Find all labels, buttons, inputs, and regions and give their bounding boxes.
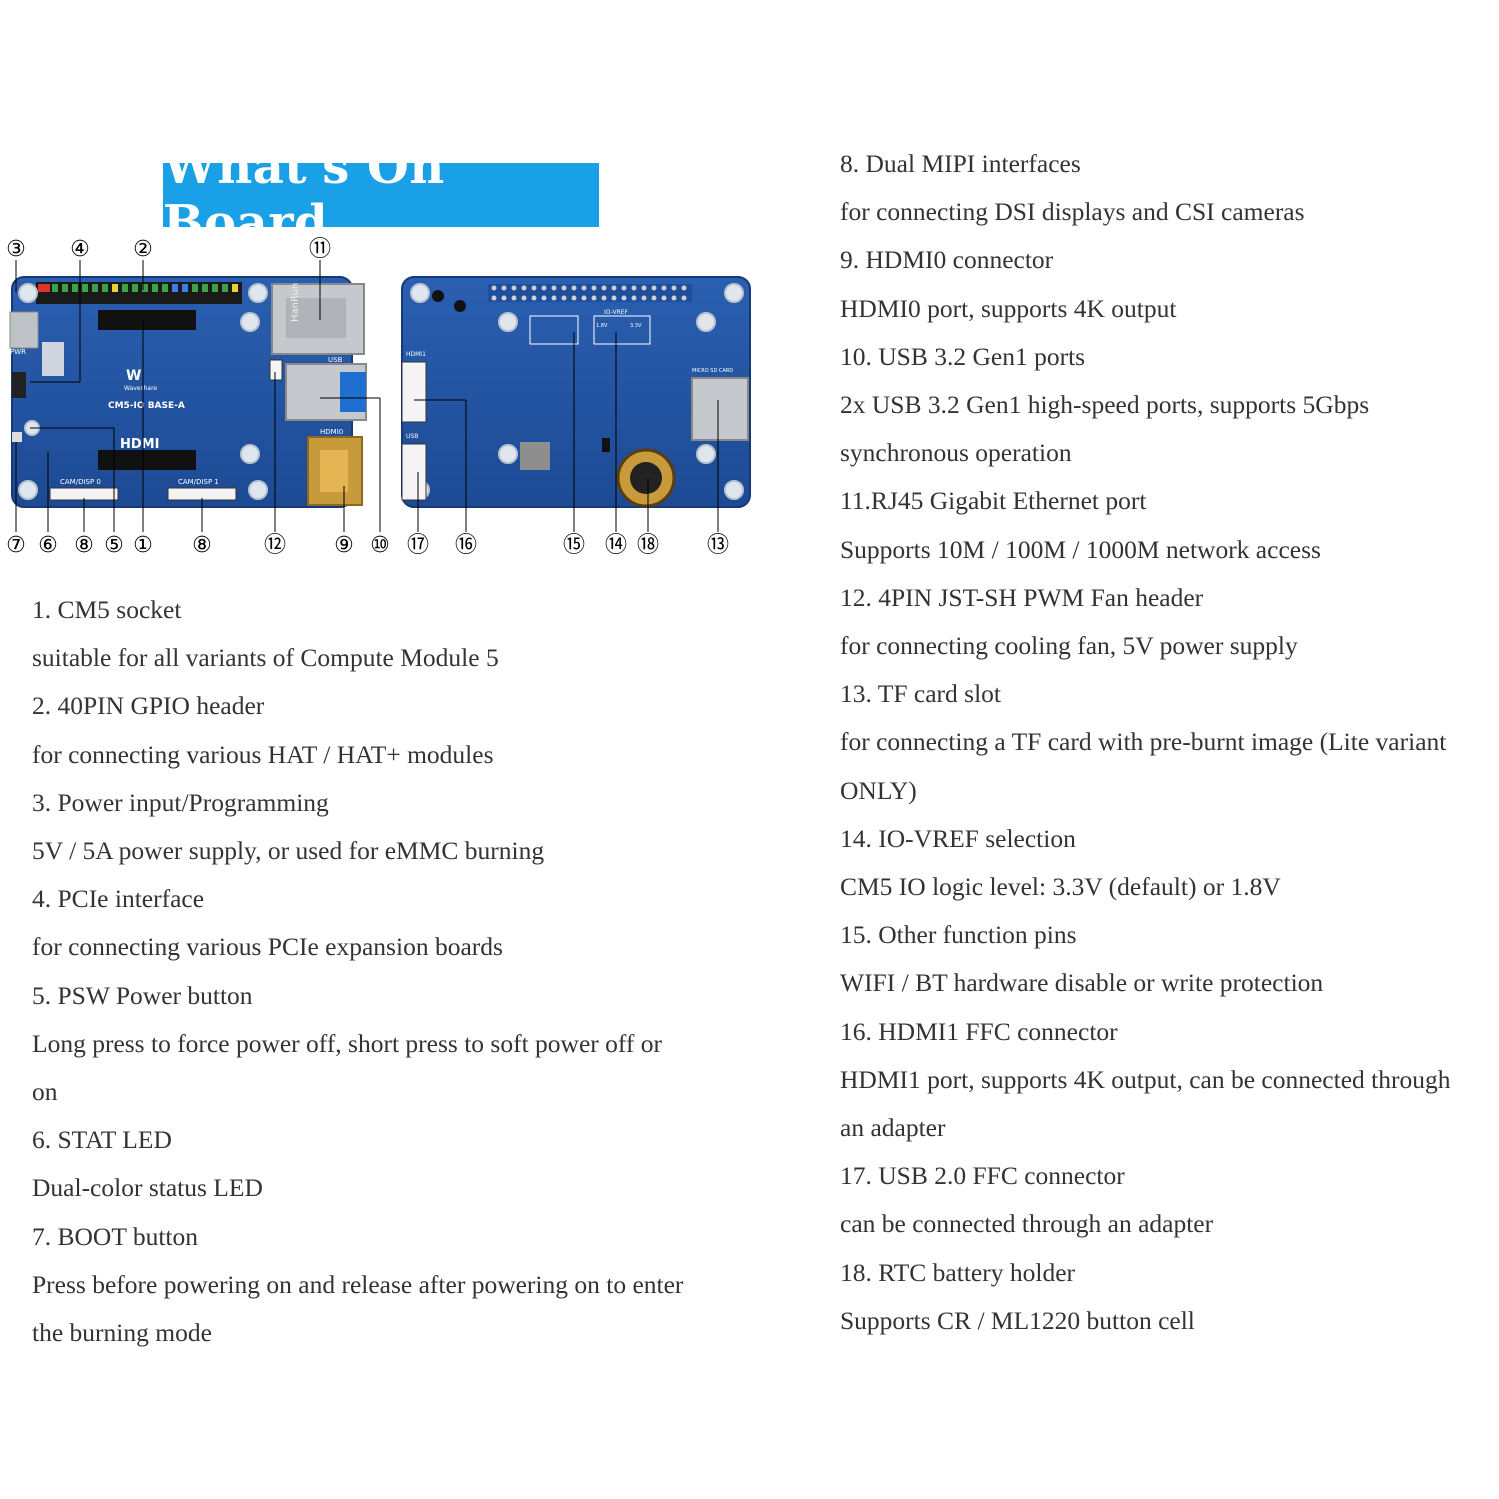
board-front: HanRun USB HDMI0 CAM/DISP 0 CAM/DISP 1 P…: [9, 276, 367, 508]
feature-desc: synchronous operation: [840, 438, 1072, 468]
cam0-label: CAM/DISP 0: [60, 478, 101, 486]
feature-title: 17. USB 2.0 FFC connector: [840, 1161, 1125, 1191]
usb-back-label: USB: [406, 433, 418, 440]
callout-5: ⑤: [104, 533, 124, 558]
feature-desc: WIFI / BT hardware disable or write prot…: [840, 968, 1324, 998]
callout-14: ⑭: [605, 533, 627, 558]
usb-label: USB: [328, 356, 343, 364]
callout-15: ⑮: [563, 533, 585, 558]
banner-title: What's On Board: [163, 139, 599, 251]
feature-title: 10. USB 3.2 Gen1 ports: [840, 341, 1086, 371]
feature-desc: for connecting cooling fan, 5V power sup…: [840, 631, 1298, 661]
hdmi-logo: HDMI: [120, 437, 159, 452]
feature-desc: Press before powering on and release aft…: [32, 1269, 684, 1299]
callout-8a: ⑧: [74, 533, 94, 558]
pwr-label: PWR: [10, 348, 26, 356]
feature-desc: on: [32, 1077, 58, 1107]
callout-13: ⑬: [707, 533, 729, 558]
gpio-header: [36, 282, 242, 304]
cam1-label: CAM/DISP 1: [178, 478, 219, 486]
v18-label: 1.8V: [596, 323, 608, 329]
feature-desc: for connecting a TF card with pre-burnt …: [840, 727, 1447, 757]
callout-2: ②: [133, 237, 153, 262]
callout-3: ③: [6, 237, 26, 262]
feature-desc: 2x USB 3.2 Gen1 high-speed ports, suppor…: [840, 390, 1370, 420]
feature-title: 14. IO-VREF selection: [840, 823, 1076, 853]
feature-title: 1. CM5 socket: [32, 595, 182, 624]
feature-desc: the burning mode: [32, 1318, 212, 1348]
feature-desc: ONLY): [840, 775, 917, 805]
callout-1: ①: [133, 533, 153, 558]
feature-title: 13. TF card slot: [840, 679, 1002, 709]
ioref-label: IO-VREF: [604, 309, 629, 316]
callout-12: ⑫: [264, 533, 286, 558]
callout-8b: ⑧: [192, 533, 212, 558]
feature-desc: Long press to force power off, short pre…: [32, 1028, 663, 1058]
callout-18: ⑱: [637, 533, 659, 558]
feature-title: 16. HDMI1 FFC connector: [840, 1016, 1118, 1046]
feature-desc: for connecting various HAT / HAT+ module…: [32, 739, 494, 769]
feature-title: 12. 4PIN JST-SH PWM Fan header: [840, 582, 1204, 612]
rj45-brand-label: HanRun: [290, 283, 301, 322]
feature-desc: HDMI0 port, supports 4K output: [840, 293, 1177, 323]
feature-title: 9. HDMI0 connector: [840, 245, 1054, 275]
feature-title: 3. Power input/Programming: [32, 787, 329, 817]
feature-title: 2. 40PIN GPIO header: [32, 691, 265, 721]
feature-title: 5. PSW Power button: [32, 980, 253, 1010]
brand-label: Waveshare: [124, 385, 157, 392]
callout-17: ⑰: [407, 533, 429, 558]
features-right-column: 8. Dual MIPI interfaces for connecting D…: [840, 140, 1499, 1345]
feature-desc: an adapter: [840, 1113, 946, 1143]
feature-desc: CM5 IO logic level: 3.3V (default) or 1.…: [840, 872, 1281, 902]
feature-desc: suitable for all variants of Compute Mod…: [32, 643, 499, 673]
feature-desc: 5V / 5A power supply, or used for eMMC b…: [32, 836, 545, 866]
feature-desc: HDMI1 port, supports 4K output, can be c…: [840, 1064, 1451, 1094]
feature-desc: Supports 10M / 100M / 1000M network acce…: [840, 534, 1321, 564]
callout-7: ⑦: [6, 533, 26, 558]
callout-11: ⑪: [309, 237, 331, 262]
v33-label: 3.3V: [630, 323, 642, 329]
model-label: CM5-IO BASE-A: [108, 401, 185, 411]
feature-desc: can be connected through an adapter: [840, 1209, 1214, 1239]
feature-title: 7. BOOT button: [32, 1221, 198, 1251]
callout-4: ④: [70, 237, 90, 262]
feature-title: 4. PCIe interface: [32, 884, 205, 914]
board-image: HanRun USB HDMI0 CAM/DISP 0 CAM/DISP 1 P…: [6, 237, 751, 558]
hdmi0-label: HDMI0: [320, 428, 343, 436]
feature-title: 8. Dual MIPI interfaces: [840, 149, 1081, 178]
feature-desc: for connecting various PCIe expansion bo…: [32, 932, 503, 962]
board-back: IO-VREF 3.3V 1.8V HDMI1 USB MICRO SD CAR…: [401, 276, 751, 508]
feature-desc: for connecting DSI displays and CSI came…: [840, 197, 1305, 227]
callout-16: ⑯: [455, 533, 477, 558]
feature-title: 6. STAT LED: [32, 1125, 172, 1155]
callout-6: ⑥: [38, 533, 58, 558]
feature-title: 18. RTC battery holder: [840, 1257, 1076, 1287]
feature-desc: Dual-color status LED: [32, 1173, 263, 1203]
features-left-column: 1. CM5 socket suitable for all variants …: [32, 586, 772, 1357]
feature-title: 15. Other function pins: [840, 920, 1077, 950]
feature-desc: Supports CR / ML1220 button cell: [840, 1305, 1195, 1335]
callout-10: ⑩: [370, 533, 390, 558]
sd-label: MICRO SD CARD: [692, 368, 733, 374]
hdmi1-label: HDMI1: [406, 351, 426, 358]
callout-9: ⑨: [334, 533, 354, 558]
feature-title: 11.RJ45 Gigabit Ethernet port: [840, 486, 1147, 516]
waveshare-logo: W: [126, 368, 141, 384]
